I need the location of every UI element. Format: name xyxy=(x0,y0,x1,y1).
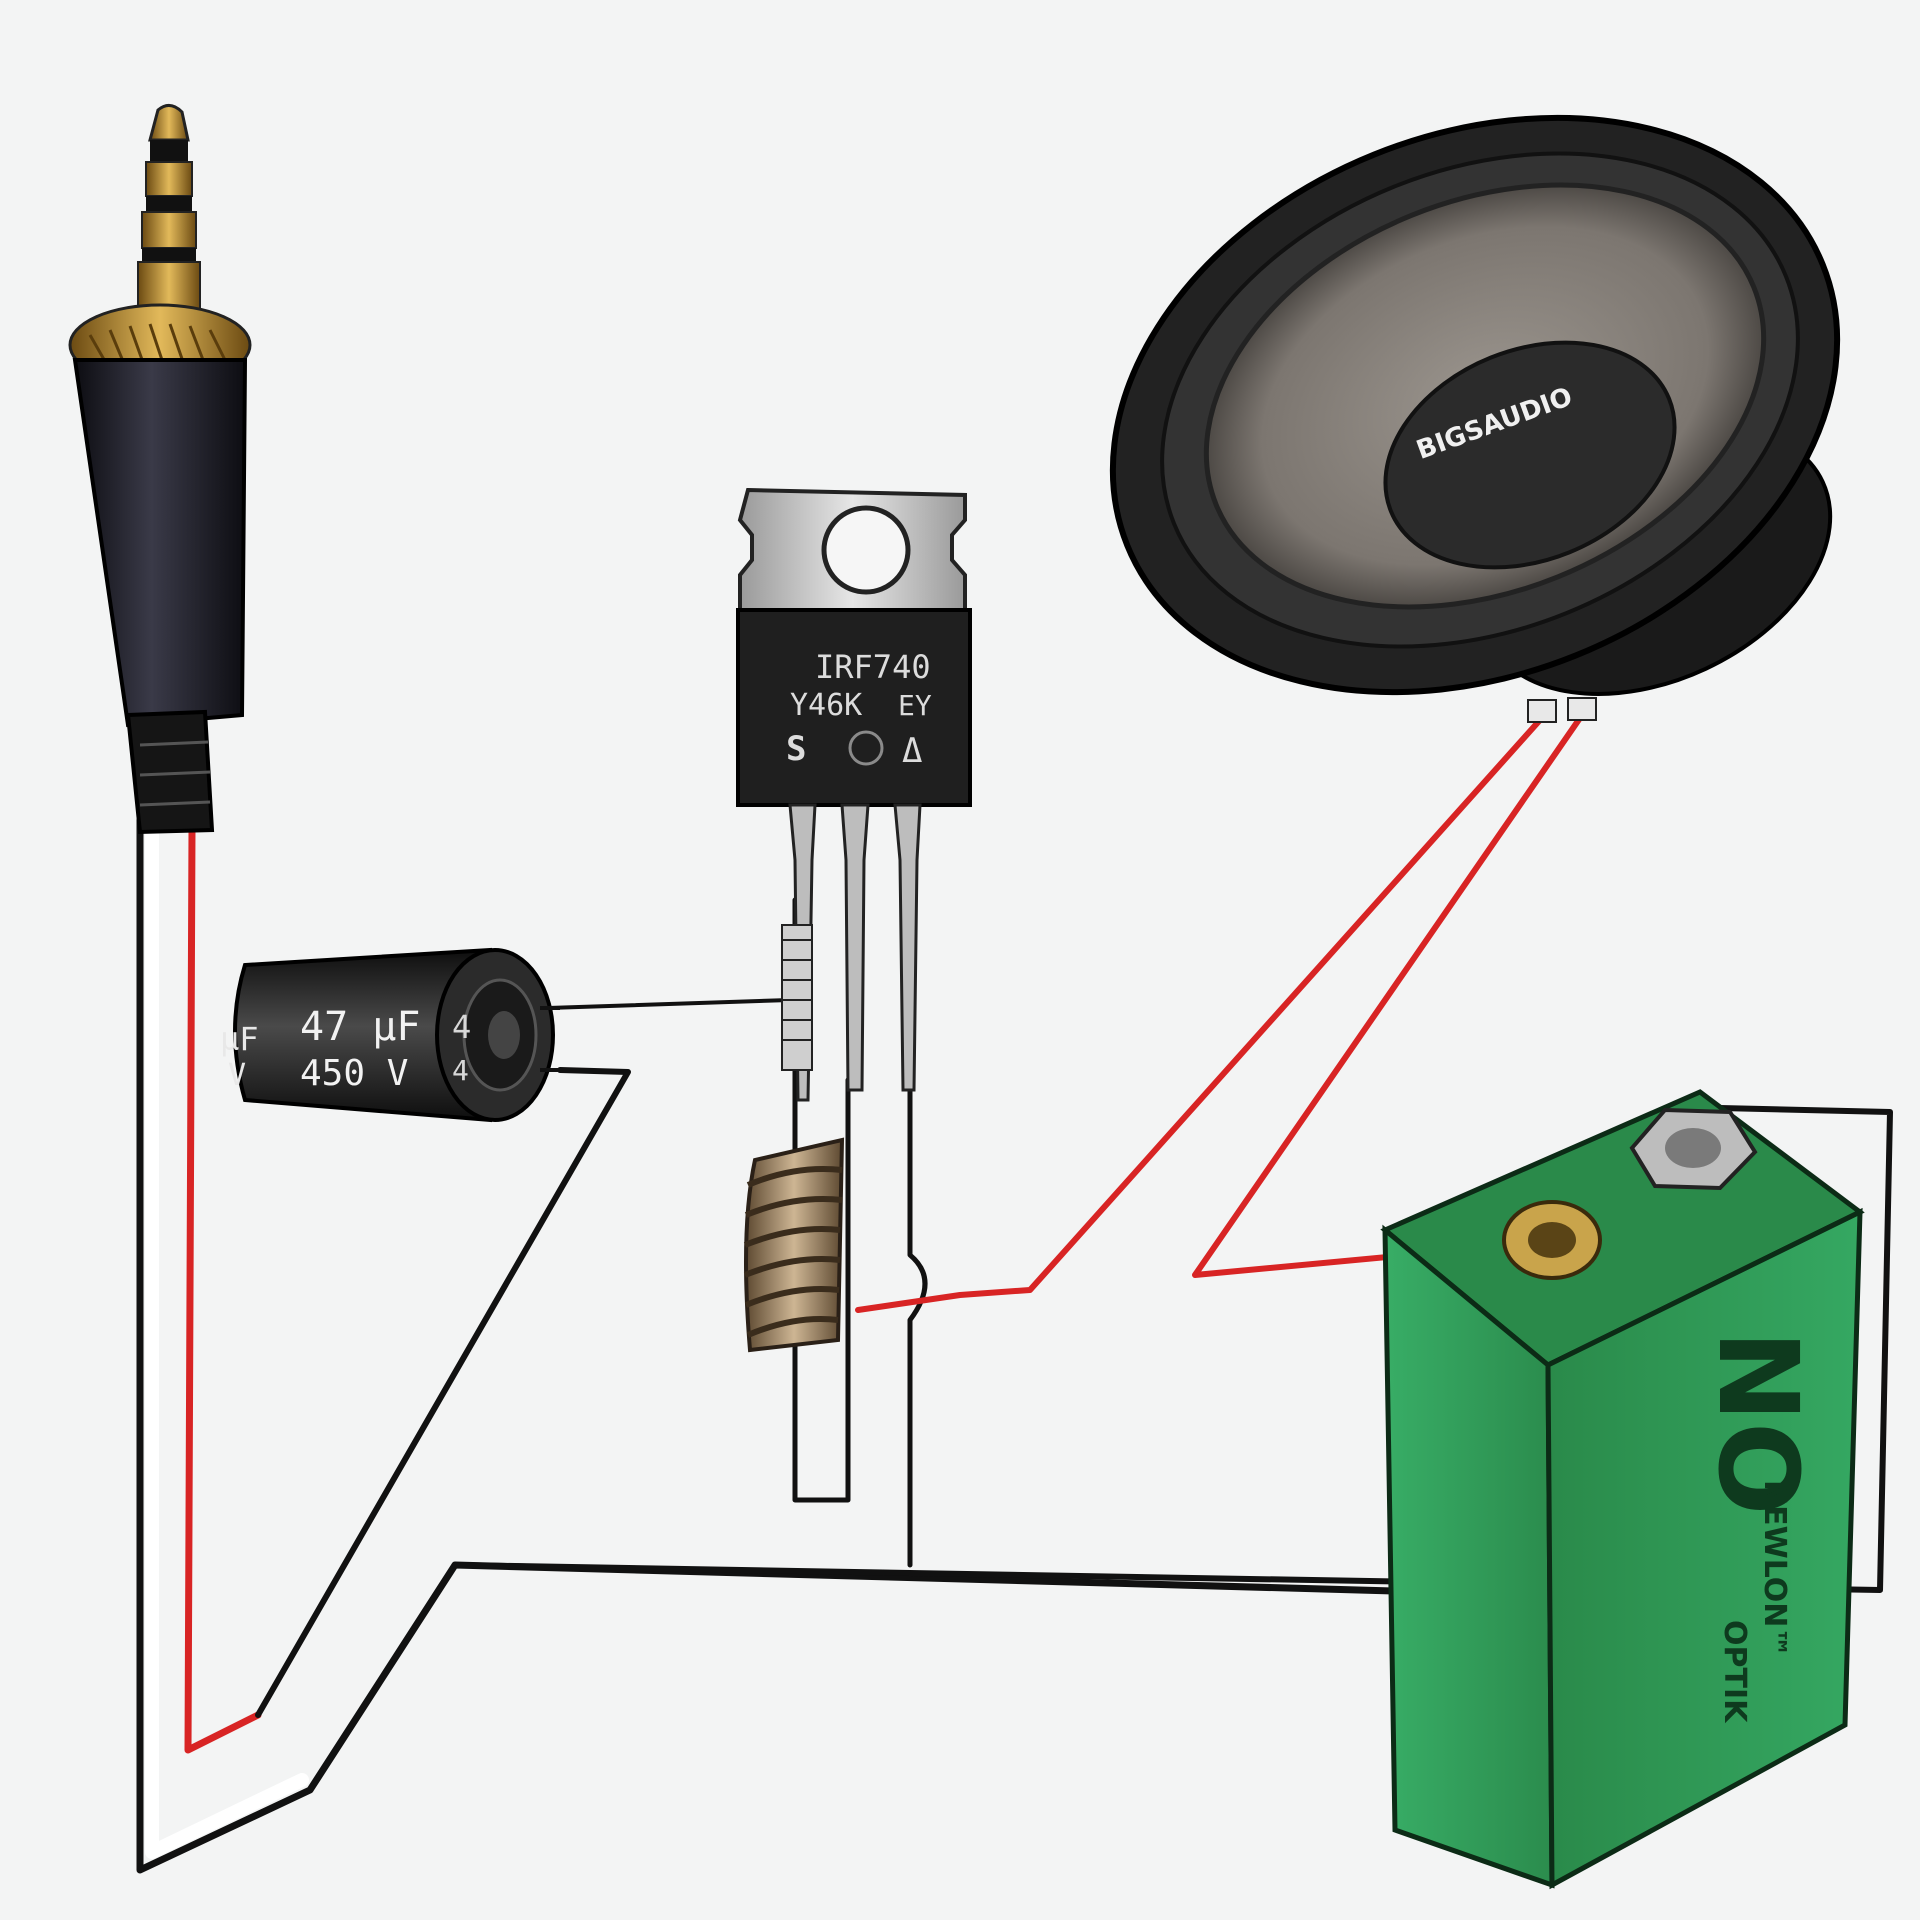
battery-logo: NO xyxy=(1694,1330,1822,1516)
capacitor-to-gate-wire xyxy=(546,998,792,1010)
transistor-lot-code: Y46K xyxy=(790,688,862,723)
speaker: BIGSAUDIO xyxy=(1109,114,1841,723)
capacitor-value: 47 µF xyxy=(300,1004,420,1050)
electrolytic-capacitor: µF V 47 µF 450 V 4 4 xyxy=(220,947,560,1123)
capacitor-voltage-partial: V xyxy=(228,1058,246,1093)
jack-ground-wire-inner xyxy=(145,813,309,1859)
battery-sub-brand: OPTIK xyxy=(1717,1620,1752,1724)
audio-jack xyxy=(68,104,252,835)
transistor-logo-right: Δ xyxy=(902,731,922,771)
transistor-logo-center-icon xyxy=(848,730,884,766)
signal-to-capacitor-wire xyxy=(255,1067,631,1718)
transistor-part-number: IRF740 xyxy=(815,648,931,686)
jack-signal-wire xyxy=(184,826,262,1754)
source-to-ground-wire xyxy=(907,1077,928,1568)
transistor-suffix-code: EY xyxy=(898,689,932,722)
battery-9v: NO NEWLON™ OPTIK xyxy=(1380,1089,1865,1890)
mosfet-transistor: IRF740 Y46K EY S Δ xyxy=(736,487,972,1102)
transistor-logo-left: S xyxy=(786,729,806,769)
jack-ground-wire xyxy=(136,816,1544,1874)
capacitor-edge-mark-bottom: 4 xyxy=(452,1054,469,1087)
battery-brand: NEWLON™ xyxy=(1757,1480,1792,1657)
inductor xyxy=(743,1137,845,1353)
capacitor-voltage: 450 V xyxy=(300,1053,408,1094)
capacitor-edge-mark-top: 4 xyxy=(452,1008,471,1046)
capacitor-value-partial: µF xyxy=(220,1020,259,1058)
speaker-wire-a xyxy=(855,717,1543,1313)
gate-resistor xyxy=(781,924,813,1071)
ground-bus-wire xyxy=(452,1105,1893,1593)
